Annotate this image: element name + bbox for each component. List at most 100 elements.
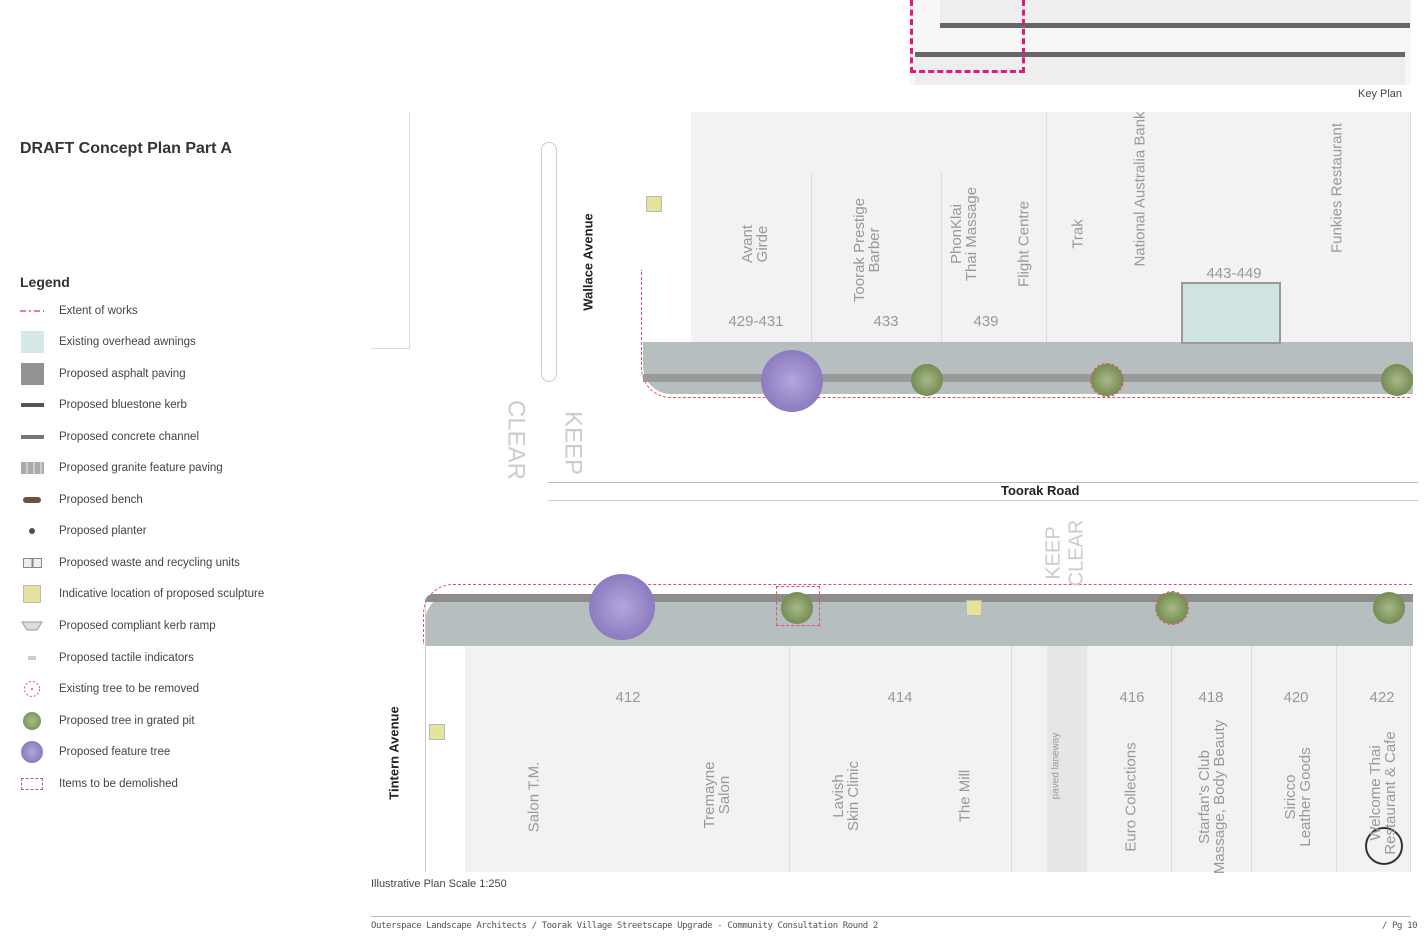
shop-name: Toorak Prestige Barber [851, 197, 883, 303]
shop-name: National Australia Bank [1131, 111, 1149, 267]
grated-tree [781, 592, 813, 624]
shop-name: Starfan's Club Massage, Body Beauty [1196, 719, 1228, 875]
street-label-toorak: Toorak Road [1001, 483, 1080, 498]
feature-tree [761, 350, 823, 412]
channel-line-icon [20, 426, 44, 448]
legend-label: Indicative location of proposed sculptur… [59, 588, 265, 600]
legend-label: Proposed planter [59, 525, 147, 537]
legend-item: Proposed waste and recycling units [20, 552, 240, 574]
legend-item: Proposed planter [20, 520, 147, 542]
legend-label: Existing tree to be removed [59, 683, 199, 695]
grated-tree [1090, 363, 1124, 397]
shop-name: Salon T.M. [525, 761, 543, 833]
laneway-label: paved laneway [1050, 732, 1062, 800]
legend-label: Proposed concrete channel [59, 431, 200, 443]
legend-label: Proposed waste and recycling units [59, 557, 240, 569]
legend-item: Proposed tactile indicators [20, 647, 194, 669]
shop-name: Euro Collections [1122, 742, 1140, 852]
sculpture-marker [429, 724, 445, 740]
feature-tree [589, 574, 655, 640]
kerb-line-icon [20, 394, 44, 416]
green-tree-icon [20, 710, 44, 732]
sculpture-icon [20, 583, 44, 605]
legend-item: Proposed granite feature paving [20, 457, 223, 479]
shop-name: Avant Girde [739, 224, 771, 264]
kerb-ramp-icon [20, 615, 44, 637]
legend-label: Extent of works [59, 305, 138, 317]
grated-tree [1381, 364, 1413, 396]
road-marking: CLEAR [502, 399, 530, 481]
north-arrow-icon [1365, 827, 1403, 865]
shop-number: 422 [1369, 689, 1395, 706]
shop-name: Flight Centre [1015, 201, 1033, 287]
road-marking: KEEP [559, 410, 587, 476]
legend-label: Proposed tactile indicators [59, 652, 194, 664]
legend-item: Proposed compliant kerb ramp [20, 615, 216, 637]
legend-label: Items to be demolished [59, 778, 178, 790]
footer-text: Outerspace Landscape Architects / Toorak… [371, 921, 878, 931]
planter-dot-icon [20, 520, 44, 542]
shop-name: PhonKlai Thai Massage [948, 186, 980, 282]
shop-name: Funkies Restaurant [1328, 122, 1346, 254]
bench-icon [20, 489, 44, 511]
legend-item: Extent of works [20, 300, 138, 322]
shop-number: 414 [887, 689, 913, 706]
legend-item: Existing overhead awnings [20, 331, 196, 353]
legend-label: Proposed compliant kerb ramp [59, 620, 216, 632]
sculpture-marker [646, 196, 662, 212]
legend-item: Existing tree to be removed [20, 678, 199, 700]
legend-item: Proposed bench [20, 489, 143, 511]
shop-name: Welcome Thai Restaurant & Cafe [1367, 731, 1399, 855]
shop-number: 439 [973, 313, 999, 330]
shop-number: 416 [1119, 689, 1145, 706]
legend-label: Proposed asphalt paving [59, 368, 186, 380]
shop-number: 418 [1198, 689, 1224, 706]
shop-number: 443-449 [1206, 265, 1262, 282]
legend-item: Proposed asphalt paving [20, 363, 186, 385]
scale-caption: Illustrative Plan Scale 1:250 [371, 878, 507, 890]
shop-number: 420 [1283, 689, 1309, 706]
legend-label: Proposed granite feature paving [59, 462, 223, 474]
key-plan[interactable] [910, 0, 1411, 85]
shop-name: Siricco Leather Goods [1282, 747, 1314, 847]
shop-name: Trak [1069, 219, 1087, 249]
tactile-icon [20, 647, 44, 669]
concept-plan [371, 112, 1418, 872]
key-plan-label: Key Plan [1358, 88, 1403, 100]
shop-name: Tremayne Salon [701, 761, 733, 829]
legend-label: Existing overhead awnings [59, 336, 196, 348]
tree-removed-icon [20, 678, 44, 700]
legend-item: Proposed feature tree [20, 741, 170, 763]
road-marking: CLEAR [1065, 519, 1088, 587]
page-number: / Pg 10 [1382, 921, 1418, 931]
street-label-tintern: Tintern Avenue [386, 706, 402, 800]
legend-label: Proposed feature tree [59, 746, 171, 758]
road-marking: KEEP [1042, 526, 1065, 580]
legend-title: Legend [20, 274, 70, 290]
street-label-wallace: Wallace Avenue [580, 213, 596, 311]
shop-name: The Mill [956, 769, 974, 823]
legend-item: Proposed tree in grated pit [20, 710, 195, 732]
asphalt-swatch-icon [20, 363, 44, 385]
bin-icon [20, 552, 44, 574]
dash-dot-line-icon [20, 300, 44, 322]
legend-item: Proposed bluestone kerb [20, 394, 187, 416]
legend-label: Proposed bench [59, 494, 143, 506]
legend-item: Proposed concrete channel [20, 426, 199, 448]
granite-swatch-icon [20, 457, 44, 479]
page-title: DRAFT Concept Plan Part A [20, 140, 232, 157]
shop-number: 433 [873, 313, 899, 330]
demolish-box-icon [20, 773, 44, 795]
footer-divider [371, 916, 1411, 917]
shop-name: Lavish Skin Clinic [830, 760, 862, 832]
legend-item: Items to be demolished [20, 773, 178, 795]
legend-item: Indicative location of proposed sculptur… [20, 583, 264, 605]
grated-tree [1155, 591, 1189, 625]
purple-tree-icon [20, 741, 44, 763]
legend-label: Proposed bluestone kerb [59, 399, 187, 411]
legend-label: Proposed tree in grated pit [59, 715, 195, 727]
grated-tree [1373, 592, 1405, 624]
shop-number: 412 [615, 689, 641, 706]
awning-swatch-icon [20, 331, 44, 353]
grated-tree [911, 364, 943, 396]
